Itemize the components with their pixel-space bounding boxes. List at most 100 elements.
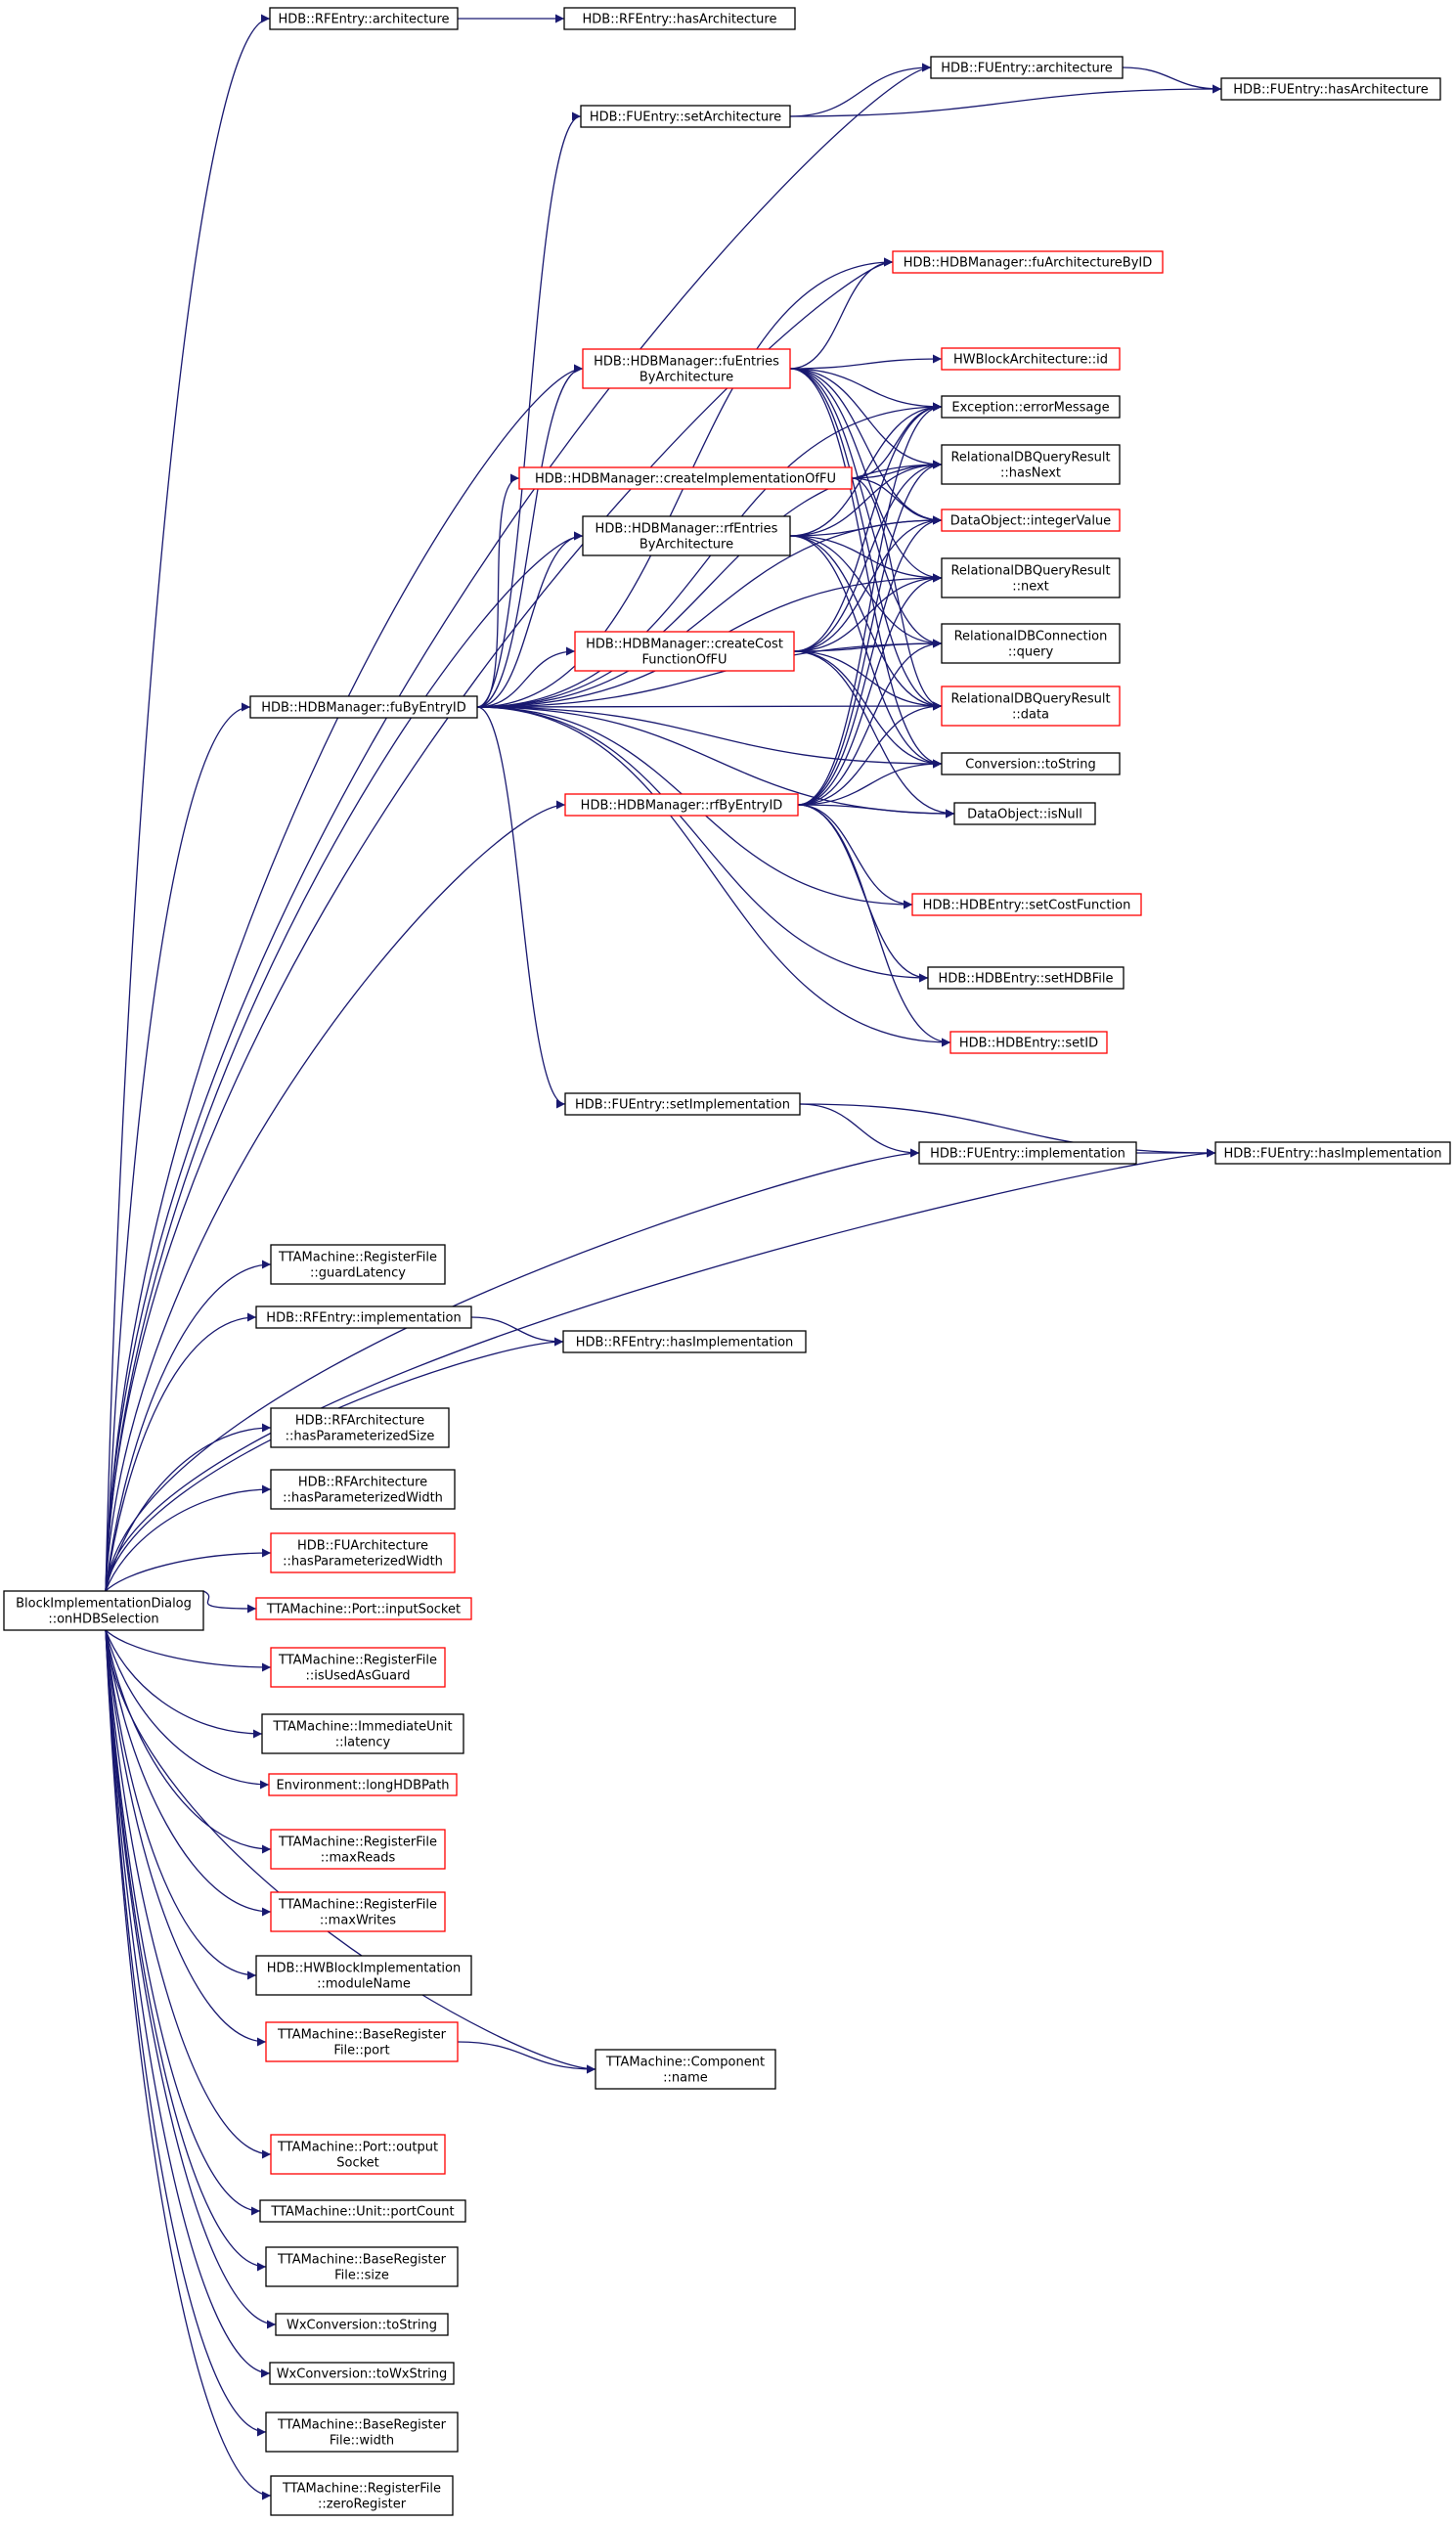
graph-node[interactable]: HDB::HDBManager::createImplementationOfF… [518,466,853,490]
graph-node[interactable]: HDB::FUEntry::hasImplementation [1214,1141,1451,1165]
call-edge [1122,66,1222,94]
node-label: RelationalDBConnection [954,630,1108,644]
graph-node[interactable]: WxConversion::toWxString [269,2362,455,2385]
call-edge [797,460,943,806]
call-edge [789,368,943,412]
node-label: TTAMachine::RegisterFile [278,1654,437,1668]
graph-node[interactable]: RelationalDBConnection::query [941,623,1121,664]
call-edge [797,639,943,806]
graph-node[interactable]: TTAMachine::Unit::portCount [259,2199,466,2223]
graph-node[interactable]: BlockImplementationDialog::onHDBSelectio… [3,1590,204,1631]
node-label: HDB::FUEntry::setImplementation [575,1098,790,1113]
graph-node[interactable]: RelationalDBQueryResult::hasNext [941,444,1121,485]
call-edge [105,1629,257,1980]
graph-node[interactable]: Environment::longHDBPath [268,1773,458,1796]
graph-node[interactable]: TTAMachine::ImmediateUnit::latency [261,1713,464,1754]
call-edge [476,646,576,708]
graph-node[interactable]: HDB::FUEntry::setArchitecture [580,105,791,128]
call-edge [476,639,943,708]
graph-node[interactable]: HDB::RFArchitecture::hasParameterizedWid… [270,1469,456,1510]
graph-node[interactable]: HDB::RFEntry::hasArchitecture [563,7,796,30]
call-edge [789,368,943,525]
call-edge [105,1629,272,1917]
node-label: HDB::HDBManager::fuEntries [594,355,779,370]
node-box [595,2049,776,2090]
graph-node[interactable]: HDB::HDBEntry::setCostFunction [911,893,1142,916]
graph-node[interactable]: HDB::FUArchitecture::hasParameterizedWid… [270,1532,456,1573]
graph-node[interactable]: Exception::errorMessage [941,395,1121,419]
node-label: ::moduleName [317,1977,411,1992]
node-box [270,1829,446,1870]
node-box [265,2246,459,2287]
node-label: HDB::FUEntry::setArchitecture [590,111,781,125]
graph-node[interactable]: RelationalDBQueryResult::data [941,686,1121,727]
graph-node[interactable]: WxConversion::toString [275,2313,449,2336]
node-label: HDB::FUArchitecture [297,1539,428,1554]
node-label: HDB::HDBManager::rfByEntryID [581,799,783,814]
node-box [918,1141,1137,1165]
call-edge [105,1548,272,1592]
graph-node[interactable]: TTAMachine::RegisterFile::zeroRegister [270,2475,454,2516]
graph-node[interactable]: HDB::HDBEntry::setHDBFile [927,966,1125,990]
graph-node[interactable]: HDB::HWBlockImplementation::moduleName [255,1955,472,1996]
graph-node[interactable]: TTAMachine::Port::inputSocket [255,1597,472,1620]
call-edge [105,257,894,1592]
node-label: HDB::HDBManager::fuByEntryID [261,701,466,716]
graph-node[interactable]: HDB::RFEntry::architecture [269,7,459,30]
graph-node[interactable]: TTAMachine::RegisterFile::maxWrites [270,1891,446,1932]
graph-node[interactable]: HDB::HDBEntry::setID [949,1031,1108,1054]
call-edge [789,257,894,370]
node-label: HDB::FUEntry::hasArchitecture [1233,83,1428,98]
nodes-layer: BlockImplementationDialog::onHDBSelectio… [3,7,1451,2516]
node-label: HDB::HDBEntry::setHDBFile [939,972,1114,987]
node-box [265,2021,459,2062]
graph-node[interactable]: HDB::RFArchitecture::hasParameterizedSiz… [270,1407,450,1448]
node-label: HDB::RFEntry::architecture [278,13,449,27]
call-edge [789,460,943,537]
node-label: ::query [1008,645,1054,660]
node-label: RelationalDBQueryResult [950,451,1110,465]
graph-node[interactable]: HDB::HDBManager::rfByEntryID [564,793,799,817]
graph-node[interactable]: HDB::FUEntry::implementation [918,1141,1137,1165]
node-label: DataObject::isNull [967,808,1082,822]
node-box [562,1330,807,1353]
graph-node[interactable]: TTAMachine::RegisterFile::maxReads [270,1829,446,1870]
graph-node[interactable]: RelationalDBQueryResult::next [941,557,1121,598]
node-label: TTAMachine::RegisterFile [282,2482,441,2497]
graph-node[interactable]: HDB::FUEntry::setImplementation [564,1092,801,1116]
node-label: HDB::HDBManager::createCost [586,638,783,652]
graph-node[interactable]: DataObject::isNull [953,802,1096,825]
call-edge [105,63,932,1592]
graph-node[interactable]: DataObject::integerValue [941,509,1121,532]
call-edge [105,1148,920,1592]
node-box [255,1597,472,1620]
node-box [927,966,1125,990]
graph-node[interactable]: HWBlockArchitecture::id [941,347,1121,371]
graph-node[interactable]: HDB::HDBManager::fuArchitectureByID [892,250,1164,274]
graph-node[interactable]: HDB::RFEntry::hasImplementation [562,1330,807,1353]
graph-node[interactable]: HDB::FUEntry::hasArchitecture [1220,77,1441,101]
node-label: ::hasParameterizedWidth [283,1491,443,1506]
node-label: HDB::HDBEntry::setCostFunction [923,899,1131,913]
node-label: ::zeroRegister [318,2498,407,2512]
graph-node[interactable]: TTAMachine::RegisterFile::isUsedAsGuard [270,1647,446,1688]
call-edge [789,535,943,769]
node-box [3,1590,204,1631]
node-label: ByArchitecture [640,538,733,553]
call-edge [789,535,943,711]
graph-node[interactable]: HDB::FUEntry::architecture [930,56,1124,79]
graph-node[interactable]: TTAMachine::Component::name [595,2049,776,2090]
graph-node[interactable]: HDB::HDBManager::fuByEntryID [249,695,478,719]
graph-node[interactable]: Conversion::toString [941,752,1121,775]
graph-node[interactable]: HDB::RFEntry::implementation [255,1305,472,1329]
graph-node[interactable]: TTAMachine::RegisterFile::guardLatency [270,1244,446,1285]
call-edge [851,477,943,525]
